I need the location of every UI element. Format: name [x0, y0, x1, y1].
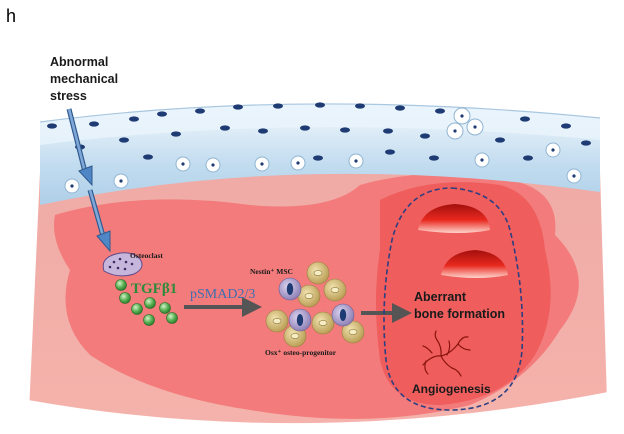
stress-arrow — [66, 108, 111, 253]
stress-label-line-2: mechanical — [50, 72, 118, 86]
aberrant-bone-spot-2 — [441, 250, 508, 278]
aberrant-label-line-2: bone formation — [414, 307, 505, 321]
cartilage-top-line — [39, 103, 601, 123]
stress-label-line-1: Abnormal — [50, 55, 108, 69]
blood-vessels — [422, 330, 471, 377]
osx-progenitor-label: Osx⁺ osteo-progenitor — [265, 348, 337, 357]
hypertrophic-nuclei — [70, 114, 576, 188]
aberrant-bone-spot-1 — [418, 204, 490, 233]
lesion-boundary — [383, 187, 524, 411]
msc-cluster — [265, 261, 365, 348]
angiogenesis-label: Angiogenesis — [412, 382, 491, 396]
osteoclast-label: Osteoclast — [130, 251, 163, 260]
panel-label: h — [6, 6, 16, 26]
tgf-spheres — [115, 279, 178, 326]
bone-lower-edge — [28, 392, 608, 434]
osteoclast — [102, 252, 143, 277]
stress-label-line-3: stress — [50, 89, 87, 103]
nestin-msc-label: Nestin⁺ MSC — [250, 267, 293, 276]
aberrant-label-line-1: Aberrant — [414, 290, 467, 304]
lesion-region — [376, 182, 551, 405]
psmad-label: pSMAD2/3 — [190, 287, 255, 302]
tgf-label: TGFβ1 — [131, 281, 177, 297]
